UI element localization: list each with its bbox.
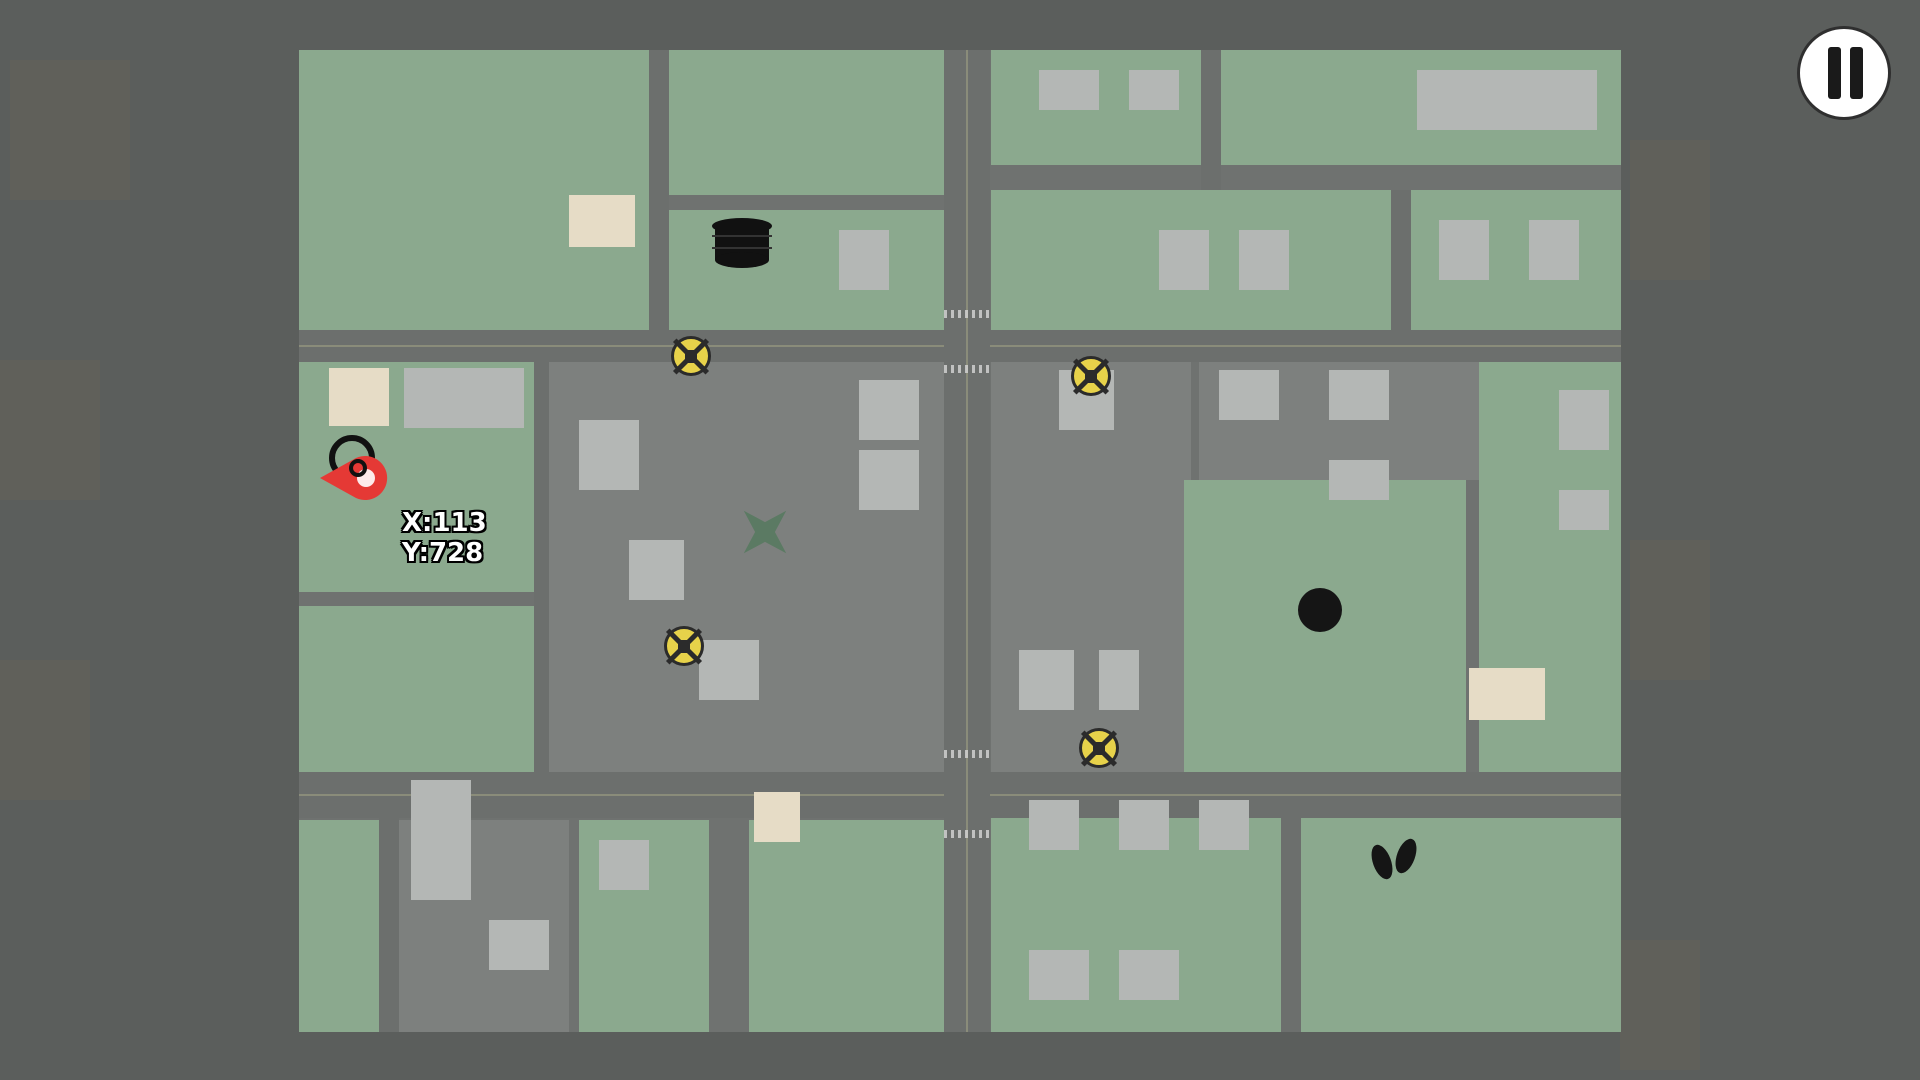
building [599, 840, 649, 890]
city-block [749, 820, 944, 1032]
building [411, 780, 471, 900]
building [1559, 490, 1609, 530]
background-decoration [1630, 140, 1710, 280]
pause-icon [1828, 47, 1841, 99]
building [1329, 370, 1389, 420]
building [1039, 70, 1099, 110]
building [1029, 950, 1089, 1000]
star-marking-icon [743, 510, 787, 554]
city-block [669, 50, 944, 195]
background-decoration [1620, 940, 1700, 1070]
city-block [299, 606, 534, 772]
background-decoration [0, 360, 100, 500]
building [839, 230, 889, 290]
street [1391, 190, 1411, 330]
building [859, 380, 919, 440]
crosswalk [944, 310, 990, 318]
locked-gate-icon[interactable] [1071, 356, 1111, 396]
crosswalk [944, 830, 990, 838]
street [1201, 50, 1221, 190]
building [859, 450, 919, 510]
crosswalk [944, 365, 990, 373]
building [1029, 800, 1079, 850]
building [1129, 70, 1179, 110]
street [649, 50, 669, 330]
barrel-stack-icon[interactable] [709, 216, 775, 270]
building [1417, 70, 1597, 130]
target-dot-icon[interactable] [1298, 588, 1342, 632]
coordinate-readout: X:113 Y:728 [402, 508, 487, 568]
crosswalk [944, 750, 990, 758]
player-location-pin-icon[interactable] [318, 432, 398, 502]
city-block [299, 820, 379, 1032]
building [1119, 950, 1179, 1000]
city-map[interactable] [299, 50, 1621, 1032]
building [404, 368, 524, 428]
pause-icon [1850, 47, 1863, 99]
city-block [669, 210, 944, 330]
building [1219, 370, 1279, 420]
building [489, 920, 549, 970]
lane-line [966, 50, 968, 1032]
sand-lot [754, 792, 800, 842]
building [1119, 800, 1169, 850]
building [1559, 390, 1609, 450]
coordinate-y: Y:728 [402, 538, 484, 568]
footsteps-icon[interactable] [1364, 834, 1424, 884]
sand-lot [1469, 668, 1545, 720]
pause-button[interactable] [1797, 26, 1891, 120]
sand-lot [569, 195, 635, 247]
street [1281, 818, 1301, 1032]
building [1199, 800, 1249, 850]
sand-lot [329, 368, 389, 426]
building [1239, 230, 1289, 290]
building [1439, 220, 1489, 280]
building [699, 640, 759, 700]
street [379, 818, 399, 1032]
background-decoration [10, 60, 130, 200]
coordinate-x: X:113 [402, 508, 487, 538]
background-decoration [1630, 540, 1710, 680]
building [579, 420, 639, 490]
building [629, 540, 684, 600]
street [534, 362, 549, 772]
locked-gate-icon[interactable] [671, 336, 711, 376]
building [1529, 220, 1579, 280]
background-decoration [0, 660, 90, 800]
locked-gate-icon[interactable] [1079, 728, 1119, 768]
building [1159, 230, 1209, 290]
building [1329, 460, 1389, 500]
locked-gate-icon[interactable] [664, 626, 704, 666]
building [1099, 650, 1139, 710]
building [1019, 650, 1074, 710]
city-block [299, 50, 649, 330]
